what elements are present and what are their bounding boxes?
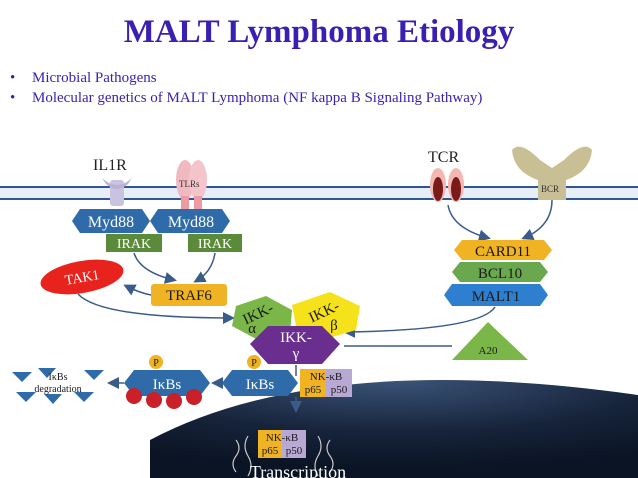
malt1-node xyxy=(444,284,548,306)
bcl10-label: BCL10 xyxy=(478,266,522,282)
tak1-label: TAK1 xyxy=(64,268,101,289)
slide-title: MALT Lymphoma Etiology xyxy=(123,14,515,50)
tlr-receptor xyxy=(176,160,207,210)
myd88-right-label: Myd88 xyxy=(168,214,214,231)
phospho-left-node xyxy=(149,355,163,369)
transcription-label: Transcription xyxy=(250,462,346,478)
nfkb-p50-label: p50 xyxy=(331,384,348,396)
irak-left-node xyxy=(106,234,162,252)
dna-strands xyxy=(232,435,334,477)
ikk-gamma-sub-label: γ xyxy=(292,346,300,362)
ikk-gamma-label: IKK- xyxy=(280,330,312,346)
ikk-alpha-sub-label: α xyxy=(248,321,256,337)
nucleus xyxy=(150,380,638,478)
bullet-item: • Microbial Pathogens xyxy=(8,68,482,88)
nuclear-p50-label: p50 xyxy=(286,445,303,457)
bullet-text: Microbial Pathogens xyxy=(32,70,157,86)
irak-right-label: IRAK xyxy=(198,237,232,252)
irak-right-node xyxy=(188,234,242,252)
bcr-receptor xyxy=(512,146,592,200)
nfkb-label: NK-κB xyxy=(310,371,342,383)
degradation-fragments xyxy=(12,368,104,404)
ikbs-left-label: IκBs xyxy=(153,377,182,393)
nuclear-nfkb-p50-node xyxy=(282,430,306,458)
malt1-label: MALT1 xyxy=(472,289,521,305)
ikk-gamma-node xyxy=(250,326,340,364)
a20-node xyxy=(452,322,528,360)
card11-label: CARD11 xyxy=(475,244,531,260)
ikbs-degradation-label: IκBs xyxy=(49,372,68,383)
il1r-label: IL1R xyxy=(93,157,127,174)
nuclear-nfkb-label: NK-κB xyxy=(266,432,298,444)
phospho-left-label: P xyxy=(153,358,159,369)
tlrs-label: TLRs xyxy=(179,179,200,189)
myd88-left-node xyxy=(72,209,150,233)
traf6-node xyxy=(151,284,227,306)
bcr-to-card11-arrow xyxy=(521,199,553,240)
bullet-item: • Molecular genetics of MALT Lymphoma (NF… xyxy=(8,88,482,108)
il1r-receptor xyxy=(102,178,132,206)
tak1-to-ikk-arrow xyxy=(77,293,235,324)
tcr-label: TCR xyxy=(428,149,459,166)
nfkb-p50-node xyxy=(326,369,352,397)
traf6-label: TRAF6 xyxy=(166,288,212,304)
bcl10-node xyxy=(452,262,548,282)
irak-left-label: IRAK xyxy=(117,237,151,252)
bullet-marker: • xyxy=(10,90,16,106)
card11-node xyxy=(454,240,552,260)
ikbs-left-node xyxy=(124,370,210,396)
irak-to-traf6-arrow xyxy=(133,252,177,284)
myd88-left-label: Myd88 xyxy=(88,214,134,231)
tcr-to-card11-arrow xyxy=(447,204,491,242)
bullet-list: • Microbial Pathogens • Molecular genetics… xyxy=(8,68,482,108)
malt1-to-ikk-arrow xyxy=(343,306,496,338)
traf6-to-tak1-arrow xyxy=(123,284,152,296)
ikk-beta-sub-label: β xyxy=(330,318,338,334)
nfkb-p65-label: p65 xyxy=(305,384,322,396)
ikbs-right-label: IκBs xyxy=(246,377,275,393)
ubiquitin-chain xyxy=(126,388,202,409)
tak1-node xyxy=(40,259,124,295)
ikbs-right-node xyxy=(222,370,298,396)
bcr-label: BCR xyxy=(541,184,559,194)
bullet-marker: • xyxy=(10,70,16,86)
nuclear-nfkb-p65-node xyxy=(258,430,282,458)
phospho-right-label: P xyxy=(251,358,257,369)
phospho-right-node xyxy=(247,355,261,369)
tcr-receptor xyxy=(430,168,464,202)
irak-to-traf6-arrow xyxy=(193,252,216,283)
nuclear-p65-label: p65 xyxy=(262,445,279,457)
myd88-right-node xyxy=(150,209,230,233)
a20-label: A20 xyxy=(479,345,498,357)
bullet-text: Molecular genetics of MALT Lymphoma (NF … xyxy=(32,90,483,106)
ikbs-degradation-sub-label: degradation xyxy=(34,384,81,395)
nfkb-p65-node xyxy=(300,369,326,397)
cell-membrane xyxy=(0,186,638,200)
